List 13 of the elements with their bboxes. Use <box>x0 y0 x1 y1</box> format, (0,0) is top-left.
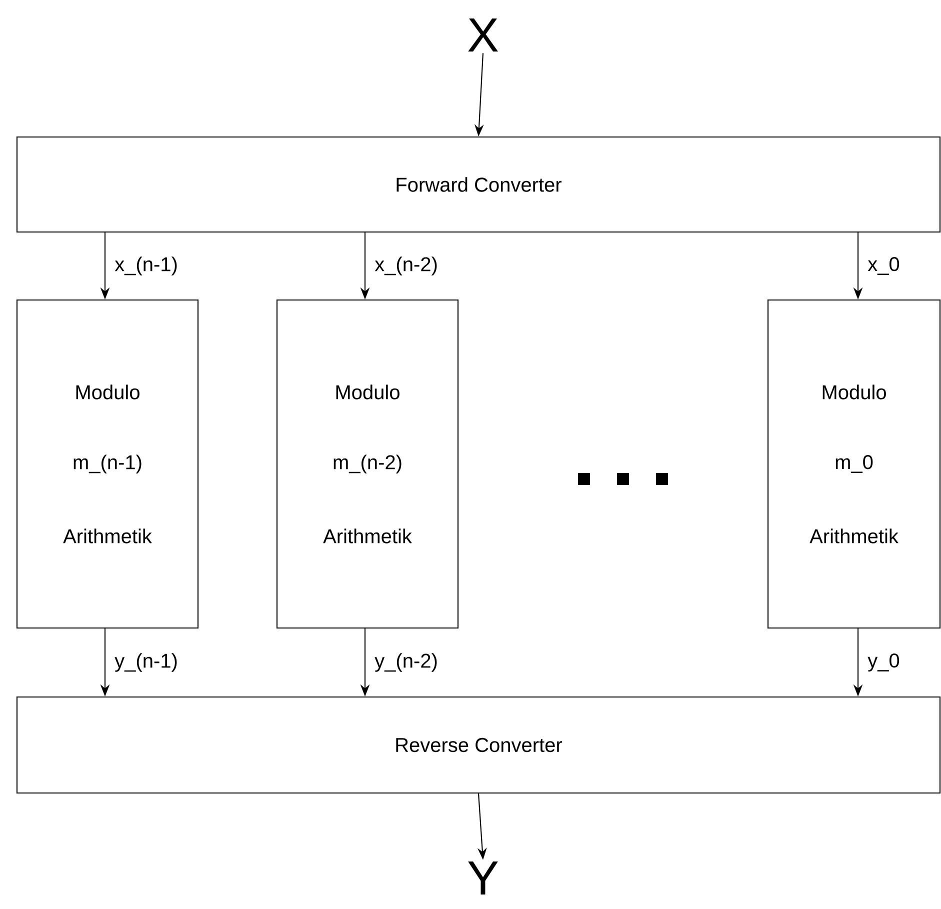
edge-label: x_(n-2) <box>374 256 437 276</box>
arithmetic-block: Modulo m_0 Arithmetik <box>767 299 941 629</box>
arithmetic-block: Modulo m_(n-2) Arithmetik <box>276 299 459 629</box>
converter-box: Forward Converter <box>16 136 941 233</box>
converter-box: Reverse Converter <box>16 696 941 794</box>
signal-label: Y <box>468 862 498 895</box>
edge-label: y_(n-1) <box>114 653 177 672</box>
signal-label: X <box>468 18 498 52</box>
edge-label: x_(n-1) <box>114 256 177 276</box>
edge-label: x_0 <box>868 257 900 275</box>
edge-label: y_(n-2) <box>374 653 437 672</box>
arithmetic-block: Modulo m_(n-1) Arithmetik <box>16 299 199 629</box>
edge-label: y_0 <box>868 653 900 672</box>
